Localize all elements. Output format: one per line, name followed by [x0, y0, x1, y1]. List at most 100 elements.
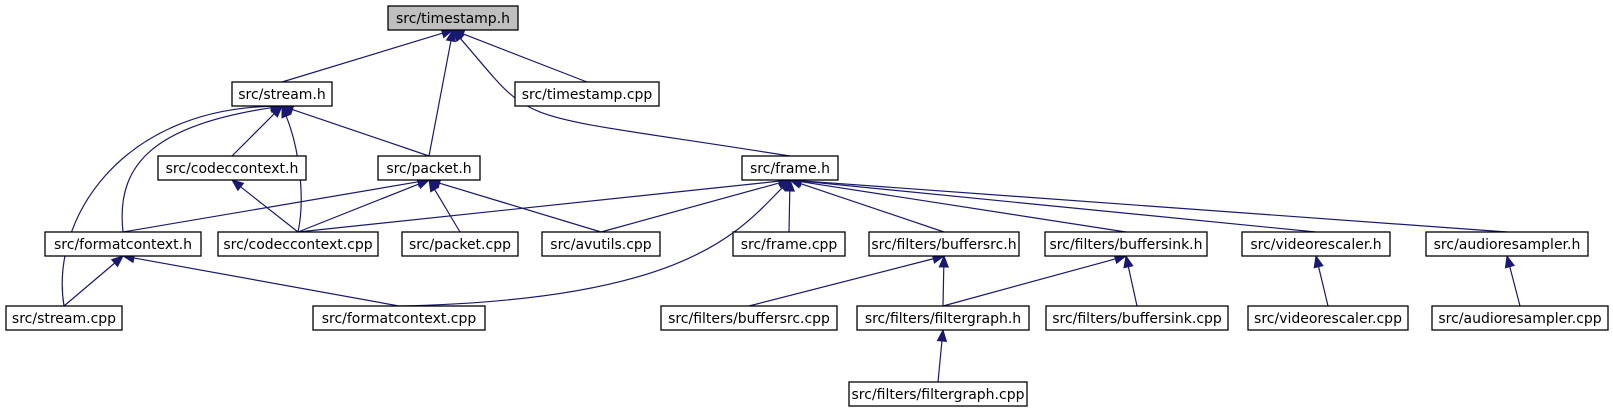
node-label: src/audioresampler.h	[1434, 237, 1581, 253]
node-label: src/codeccontext.h	[166, 161, 299, 177]
arrowhead-icon	[1123, 254, 1134, 269]
file-node-src-formatcontext-cpp[interactable]: src/formatcontext.cpp	[312, 305, 486, 331]
arrowhead-icon	[230, 179, 245, 192]
node-box	[856, 305, 1030, 331]
edge-audioresampler-h-to-frame-h	[788, 175, 1508, 233]
node-label: src/videorescaler.cpp	[1254, 311, 1402, 327]
arrowhead-icon	[110, 255, 125, 268]
node-box	[5, 305, 123, 331]
dependency-edges	[61, 28, 1521, 383]
file-node-src-filters-buffersink-h[interactable]: src/filters/buffersink.h	[1044, 231, 1208, 257]
arrowhead-icon	[452, 29, 465, 43]
edge-codeccontext-cpp-to-packet-h	[297, 179, 431, 233]
arrowhead-icon	[416, 179, 431, 190]
edge-audioresampler-cpp-to-audioresampler-h	[1504, 254, 1521, 307]
node-box	[660, 305, 838, 331]
file-node-src-filters-buffersink-cpp[interactable]: src/filters/buffersink.cpp	[1045, 305, 1229, 331]
node-box	[401, 231, 519, 257]
edge-codeccontext-cpp-to-codeccontext-h	[230, 179, 299, 233]
file-node-src-frame-cpp[interactable]: src/frame.cpp	[732, 231, 846, 257]
edge-packet-h-to-timestamp-h	[428, 28, 457, 157]
arrowhead-icon	[784, 178, 796, 192]
node-box	[1045, 305, 1229, 331]
node-box	[868, 231, 1020, 257]
node-label: src/filters/buffersrc.h	[871, 237, 1016, 253]
arrowhead-icon	[1313, 254, 1324, 269]
edge-formatcontext-h-to-packet-h	[122, 176, 431, 233]
arrowhead-icon	[1504, 254, 1515, 269]
edge-videorescaler-cpp-to-videorescaler-h	[1313, 254, 1329, 307]
edge-stream-cpp-to-formatcontext-h	[63, 255, 125, 307]
file-node-src-audioresampler-h[interactable]: src/audioresampler.h	[1425, 231, 1589, 257]
edge-filtergraph-cpp-to-filtergraph-h	[936, 328, 948, 383]
node-label: src/formatcontext.h	[54, 237, 192, 253]
node-box	[157, 155, 307, 181]
file-node-src-packet-h[interactable]: src/packet.h	[377, 155, 481, 181]
node-box	[1241, 231, 1391, 257]
edge-formatcontext-cpp-to-formatcontext-h	[121, 252, 400, 307]
file-node-src-filters-filtergraph-cpp[interactable]: src/filters/filtergraph.cpp	[848, 381, 1028, 407]
node-box	[1247, 305, 1409, 331]
node-label: src/codeccontext.cpp	[223, 237, 372, 253]
node-box	[1425, 231, 1589, 257]
node-label: src/stream.h	[238, 87, 326, 103]
arrowhead-icon	[281, 104, 292, 119]
node-label: src/filters/filtergraph.cpp	[852, 387, 1025, 403]
file-node-src-stream-cpp[interactable]: src/stream.cpp	[5, 305, 123, 331]
file-node-src-audioresampler-cpp[interactable]: src/audioresampler.cpp	[1431, 305, 1609, 331]
edge-codeccontext-cpp-to-frame-h	[297, 175, 792, 233]
file-node-src-videorescaler-h[interactable]: src/videorescaler.h	[1241, 231, 1391, 257]
node-label: src/packet.cpp	[409, 237, 511, 253]
node-box	[312, 305, 486, 331]
node-box	[848, 381, 1028, 407]
node-label: src/timestamp.cpp	[522, 87, 653, 103]
edge-avutils-cpp-to-frame-h	[600, 177, 792, 233]
file-node-src-filters-buffersrc-cpp[interactable]: src/filters/buffersrc.cpp	[660, 305, 838, 331]
node-box	[387, 5, 519, 31]
node-label: src/filters/filtergraph.h	[865, 311, 1021, 327]
node-label: src/filters/buffersrc.cpp	[668, 311, 830, 327]
node-box	[377, 155, 481, 181]
file-node-src-formatcontext-h[interactable]: src/formatcontext.h	[44, 231, 202, 257]
arrowhead-icon	[936, 328, 948, 342]
node-box	[1431, 305, 1609, 331]
node-box	[44, 231, 202, 257]
file-node-src-codeccontext-h[interactable]: src/codeccontext.h	[157, 155, 307, 181]
edge-buffersink-cpp-to-buffersink-h	[1123, 254, 1138, 307]
file-node-src-stream-h[interactable]: src/stream.h	[231, 81, 333, 107]
node-label: src/videorescaler.h	[1250, 237, 1381, 253]
node-label: src/packet.h	[386, 161, 471, 177]
file-nodes: src/timestamp.h src/stream.h src/timestamp…	[5, 5, 1609, 407]
edge-packet-h-to-stream-h	[280, 104, 430, 157]
node-label: src/filters/buffersink.h	[1050, 237, 1203, 253]
node-box	[741, 155, 839, 181]
file-node-src-videorescaler-cpp[interactable]: src/videorescaler.cpp	[1247, 305, 1409, 331]
node-label: src/frame.cpp	[741, 237, 838, 253]
node-box	[514, 81, 660, 107]
node-box	[732, 231, 846, 257]
file-node-src-filters-buffersrc-h[interactable]: src/filters/buffersrc.h	[868, 231, 1020, 257]
file-node-src-filters-filtergraph-h[interactable]: src/filters/filtergraph.h	[856, 305, 1030, 331]
node-box	[217, 231, 379, 257]
file-node-src-avutils-cpp[interactable]: src/avutils.cpp	[541, 231, 661, 257]
node-label: src/formatcontext.cpp	[322, 311, 477, 327]
edge-buffersrc-cpp-to-buffersrc-h	[748, 253, 946, 307]
edge-filtergraph-h-to-buffersink-h	[942, 253, 1128, 307]
node-label: src/audioresampler.cpp	[1438, 311, 1601, 327]
edge-frame-cpp-to-frame-h	[784, 178, 796, 233]
file-node-src-timestamp-cpp[interactable]: src/timestamp.cpp	[514, 81, 660, 107]
file-node-src-timestamp-h: src/timestamp.h	[387, 5, 519, 31]
node-label: src/stream.cpp	[12, 311, 116, 327]
file-node-src-packet-cpp[interactable]: src/packet.cpp	[401, 231, 519, 257]
file-node-src-codeccontext-cpp[interactable]: src/codeccontext.cpp	[217, 231, 379, 257]
edge-stream-cpp-to-stream-h	[61, 101, 284, 307]
file-node-src-frame-h[interactable]: src/frame.h	[741, 155, 839, 181]
edge-stream-h-to-timestamp-h	[281, 28, 455, 83]
node-label: src/filters/buffersink.cpp	[1052, 311, 1222, 327]
node-box	[1044, 231, 1208, 257]
edge-filtergraph-h-to-buffersrc-h	[938, 254, 950, 307]
edge-videorescaler-h-to-frame-h	[788, 175, 1317, 233]
edge-frame-h-to-timestamp-h	[452, 29, 791, 157]
node-label: src/avutils.cpp	[550, 237, 651, 253]
